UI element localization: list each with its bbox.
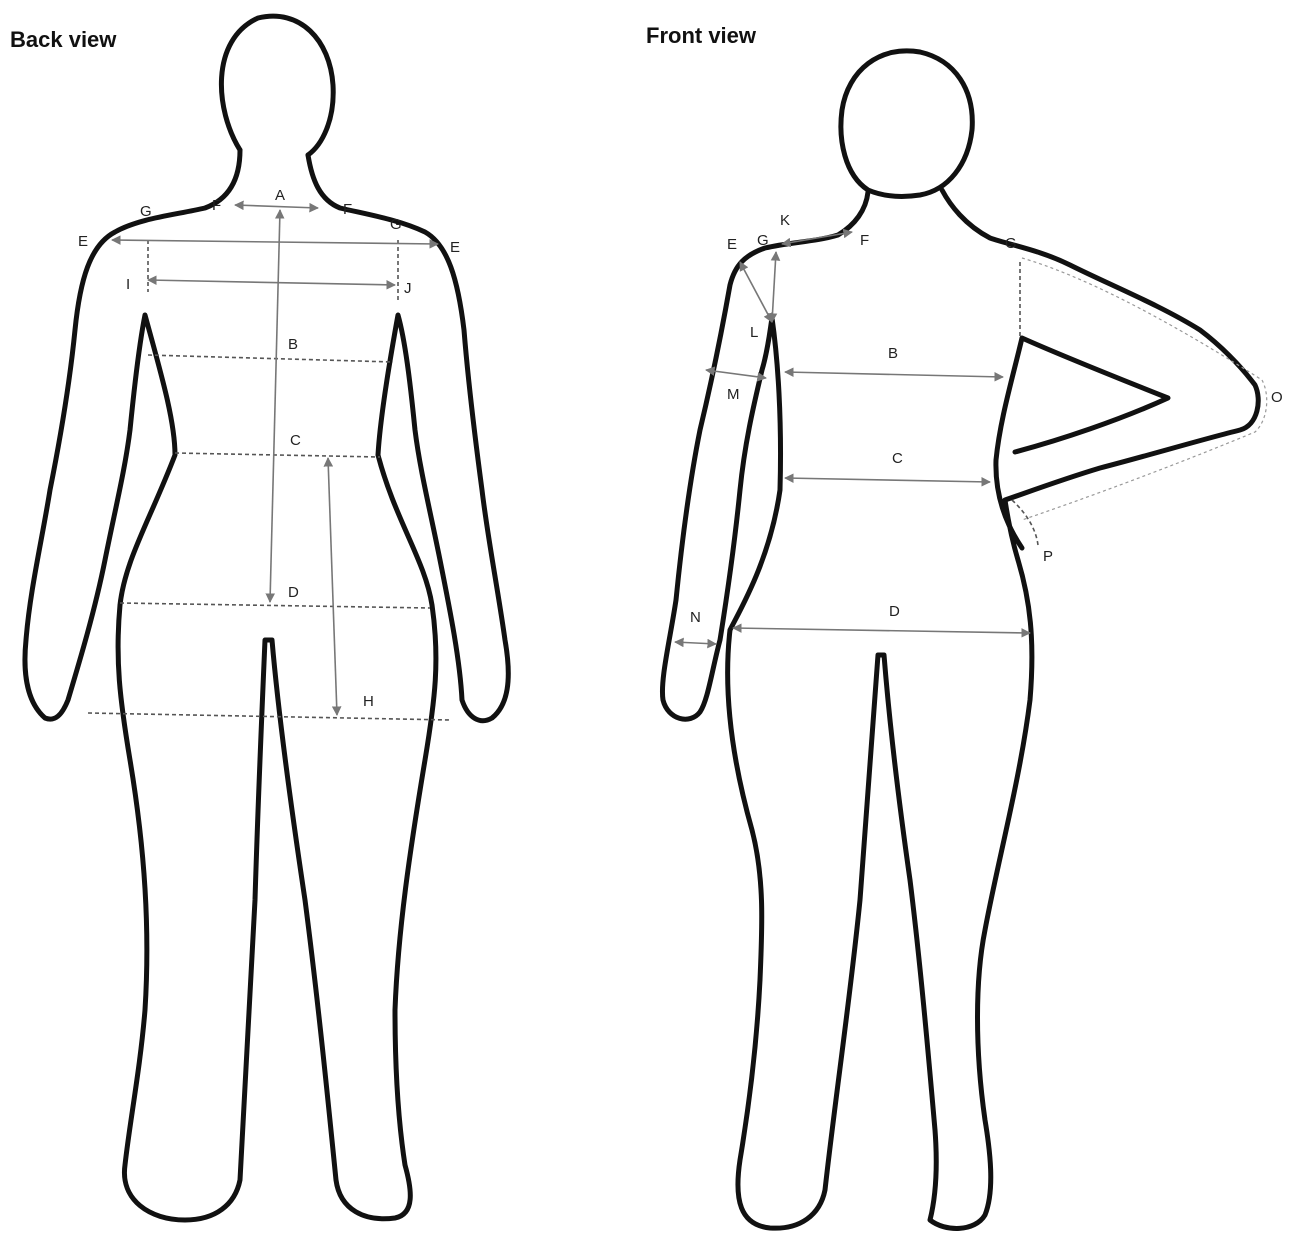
back-arrow-length-ad [270,210,280,602]
back-label-f-left: F [212,197,221,214]
front-body-outline [662,190,1258,1228]
front-label-p: P [1043,548,1053,565]
back-arrow-width-ij [148,280,395,285]
back-head-outline [221,16,333,155]
back-label-f-right: F [343,201,352,218]
front-label-o: O [1271,389,1283,406]
back-label-j: J [404,280,412,297]
back-label-h: H [363,693,374,710]
front-label-d: D [889,603,900,620]
front-label-c: C [892,450,903,467]
front-arrow-gl [772,252,776,322]
front-label-g-right: G [1005,235,1017,252]
front-label-m: M [727,386,740,403]
front-label-b: B [888,345,898,362]
back-label-c: C [290,432,301,449]
back-view-title: Back view [10,27,117,52]
front-arrow-n [675,642,716,644]
back-label-e-right: E [450,239,460,256]
back-arrow-shoulders-e [112,240,438,244]
back-label-d: D [288,584,299,601]
back-label-a: A [275,187,285,204]
front-arrow-kf [782,232,852,244]
back-view: Back view A B C D E E F F G G H I J [10,16,508,1220]
front-label-l: L [750,324,758,341]
back-label-i: I [126,276,130,293]
back-arrow-neck-a [235,205,318,208]
front-label-g-left: G [757,232,769,249]
front-label-f: F [860,232,869,249]
front-label-k: K [780,212,790,229]
back-line-h [88,713,450,720]
front-arrow-c [785,478,990,482]
front-arrow-d [733,628,1030,633]
back-line-c [175,453,380,457]
back-arrow-length-ch [328,458,337,715]
back-label-e-left: E [78,233,88,250]
back-label-g-left: G [140,203,152,220]
front-view-title: Front view [646,23,757,48]
back-line-b [148,355,393,362]
back-body-outline [25,150,508,1220]
front-arrow-b [785,372,1003,377]
back-label-b: B [288,336,298,353]
front-head-outline [841,51,972,197]
back-label-g-right: G [390,216,402,233]
front-label-e: E [727,236,737,253]
front-label-n: N [690,609,701,626]
back-line-d [120,603,430,608]
front-view: Front view B C D E F G G K L M N O P [646,23,1283,1228]
front-arrow-el [740,262,772,322]
